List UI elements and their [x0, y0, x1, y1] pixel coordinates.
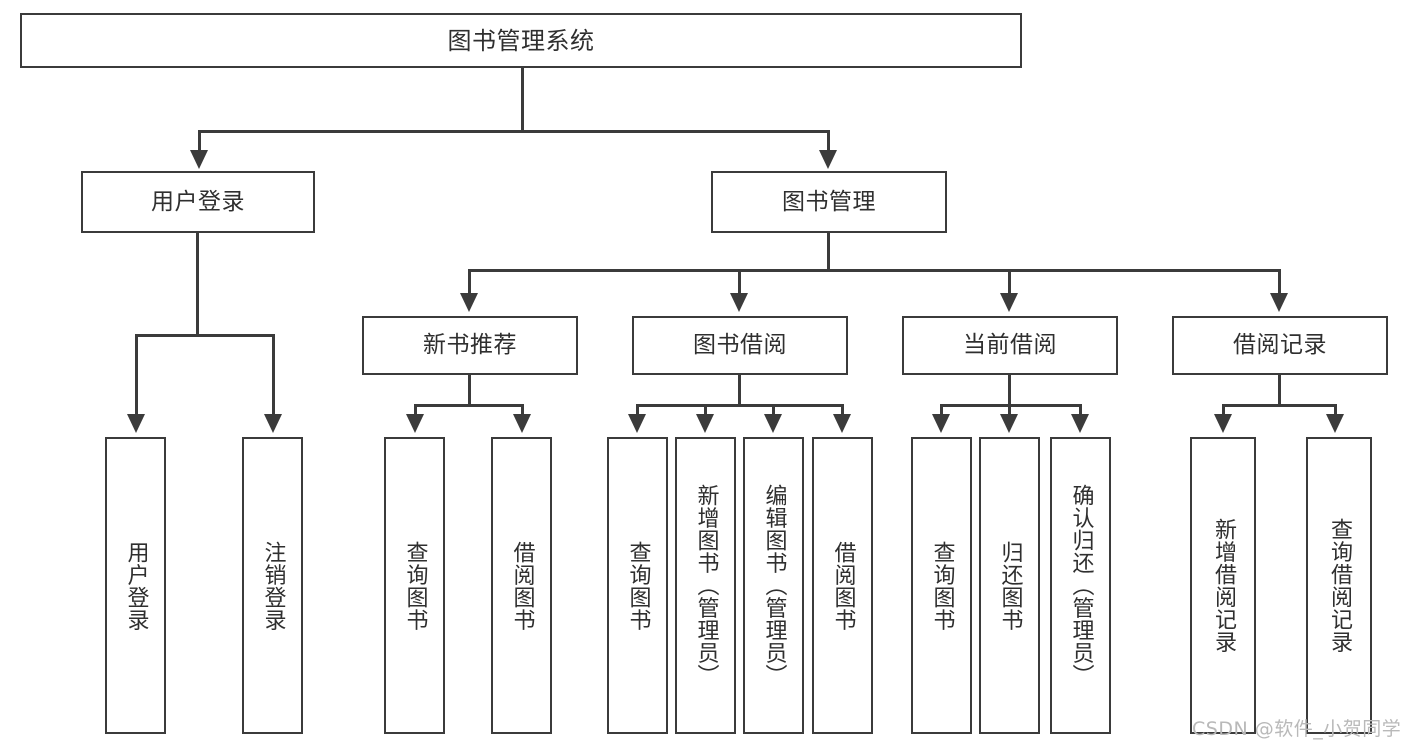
node-new-book-recommend[interactable]: 新书推荐	[362, 316, 578, 375]
node-label: 注销登录	[260, 540, 286, 631]
node-label: 用户登录	[123, 540, 149, 631]
connector-borrow-record-to-leaf-0	[1222, 404, 1225, 418]
connector-current-borrow-stem	[1008, 375, 1011, 406]
node-book-management[interactable]: 图书管理	[711, 171, 947, 233]
connector-user-login-bar	[135, 334, 275, 337]
arrowhead-new-book-leaf-0	[406, 414, 424, 433]
arrowhead-book-manage-borrow-record	[1270, 293, 1288, 312]
connector-book-borrow-stem	[738, 375, 741, 406]
connector-new-book-to-leaf-1	[521, 404, 524, 418]
connector-book-borrow-bar	[636, 404, 844, 407]
node-label: 归还图书	[997, 540, 1023, 631]
arrowhead-book-borrow-leaf-3	[833, 414, 851, 433]
connector-current-borrow-to-leaf-1	[1008, 404, 1011, 418]
connector-current-borrow-to-leaf-2	[1079, 404, 1082, 418]
connector-root-to-book-manage	[827, 130, 830, 154]
connector-user-login-to-leaf-1	[272, 334, 275, 418]
arrowhead-current-borrow-leaf-2	[1071, 414, 1089, 433]
node-label: 查询图书	[929, 540, 955, 631]
connector-book-borrow-to-leaf-1	[704, 404, 707, 418]
connector-book-borrow-to-leaf-0	[636, 404, 639, 418]
connector-book-borrow-to-leaf-2	[772, 404, 775, 418]
node-label: 用户登录	[151, 188, 245, 215]
connector-new-book-bar	[414, 404, 524, 407]
node-label: 新增借阅记录	[1210, 518, 1236, 653]
node-current-borrow[interactable]: 当前借阅	[902, 316, 1118, 375]
connector-borrow-record-to-leaf-1	[1334, 404, 1337, 418]
leaf-book-borrow-edit-book-admin[interactable]: 编辑图书（管理员）	[743, 437, 804, 734]
connector-current-borrow-to-leaf-0	[940, 404, 943, 418]
leaf-user-login-logout[interactable]: 注销登录	[242, 437, 303, 734]
connector-book-manage-stem	[827, 233, 830, 271]
leaf-new-book-borrow-book[interactable]: 借阅图书	[491, 437, 552, 734]
node-label: 新增图书（管理员）	[693, 484, 719, 687]
leaf-book-borrow-query-book[interactable]: 查询图书	[607, 437, 668, 734]
node-label: 借阅记录	[1233, 332, 1327, 358]
arrowhead-book-manage-book-borrow	[730, 293, 748, 312]
connector-root-bar	[198, 130, 829, 133]
arrowhead-root-to-user-login	[190, 150, 208, 169]
node-label: 当前借阅	[963, 332, 1057, 358]
connector-borrow-record-bar	[1222, 404, 1337, 407]
arrowhead-book-manage-new-book	[460, 293, 478, 312]
leaf-user-login-login[interactable]: 用户登录	[105, 437, 166, 734]
connector-new-book-to-leaf-0	[414, 404, 417, 418]
node-label: 图书管理	[782, 188, 876, 215]
connector-book-manage-to-book-borrow	[738, 269, 741, 297]
connector-user-login-stem	[196, 233, 199, 334]
connector-book-manage-bar	[468, 269, 1281, 272]
arrowhead-current-borrow-leaf-1	[1000, 414, 1018, 433]
node-label: 借阅图书	[509, 540, 535, 631]
connector-root-to-user-login	[198, 130, 201, 154]
node-label: 查询图书	[625, 540, 651, 631]
leaf-book-borrow-add-book-admin[interactable]: 新增图书（管理员）	[675, 437, 736, 734]
arrowhead-user-login-leaf-0	[127, 414, 145, 433]
node-label: 查询图书	[402, 540, 428, 631]
node-label: 查询借阅记录	[1326, 518, 1352, 653]
connector-book-manage-to-borrow-record	[1278, 269, 1281, 297]
connector-root-stem	[521, 68, 524, 131]
connector-user-login-to-leaf-0	[135, 334, 138, 418]
node-label: 图书借阅	[693, 332, 787, 358]
leaf-book-borrow-borrow-book[interactable]: 借阅图书	[812, 437, 873, 734]
arrowhead-borrow-record-leaf-1	[1326, 414, 1344, 433]
arrowhead-new-book-leaf-1	[513, 414, 531, 433]
arrowhead-book-manage-current-borrow	[1000, 293, 1018, 312]
arrowhead-current-borrow-leaf-0	[932, 414, 950, 433]
arrowhead-book-borrow-leaf-0	[628, 414, 646, 433]
node-root-system[interactable]: 图书管理系统	[20, 13, 1022, 68]
connector-borrow-record-stem	[1278, 375, 1281, 406]
node-label: 图书管理系统	[447, 26, 595, 55]
arrowhead-borrow-record-leaf-0	[1214, 414, 1232, 433]
leaf-current-borrow-query-book[interactable]: 查询图书	[911, 437, 972, 734]
connector-new-book-stem	[468, 375, 471, 406]
arrowhead-user-login-leaf-1	[264, 414, 282, 433]
node-user-login[interactable]: 用户登录	[81, 171, 315, 233]
leaf-borrow-record-add-record[interactable]: 新增借阅记录	[1190, 437, 1256, 734]
leaf-borrow-record-query-record[interactable]: 查询借阅记录	[1306, 437, 1372, 734]
connector-book-manage-to-current-borrow	[1008, 269, 1011, 297]
arrowhead-root-to-book-manage	[819, 150, 837, 169]
connector-book-manage-to-new-book	[468, 269, 471, 297]
node-label: 编辑图书（管理员）	[761, 484, 787, 687]
leaf-new-book-query-book[interactable]: 查询图书	[384, 437, 445, 734]
leaf-current-borrow-confirm-return-admin[interactable]: 确认归还（管理员）	[1050, 437, 1111, 734]
leaf-current-borrow-return-book[interactable]: 归还图书	[979, 437, 1040, 734]
node-borrow-record[interactable]: 借阅记录	[1172, 316, 1388, 375]
arrowhead-book-borrow-leaf-2	[764, 414, 782, 433]
connector-book-borrow-to-leaf-3	[841, 404, 844, 418]
node-label: 确认归还（管理员）	[1068, 484, 1094, 687]
node-book-borrow[interactable]: 图书借阅	[632, 316, 848, 375]
node-label: 新书推荐	[423, 332, 517, 358]
connector-current-borrow-bar	[940, 404, 1082, 407]
arrowhead-book-borrow-leaf-1	[696, 414, 714, 433]
node-label: 借阅图书	[830, 540, 856, 631]
